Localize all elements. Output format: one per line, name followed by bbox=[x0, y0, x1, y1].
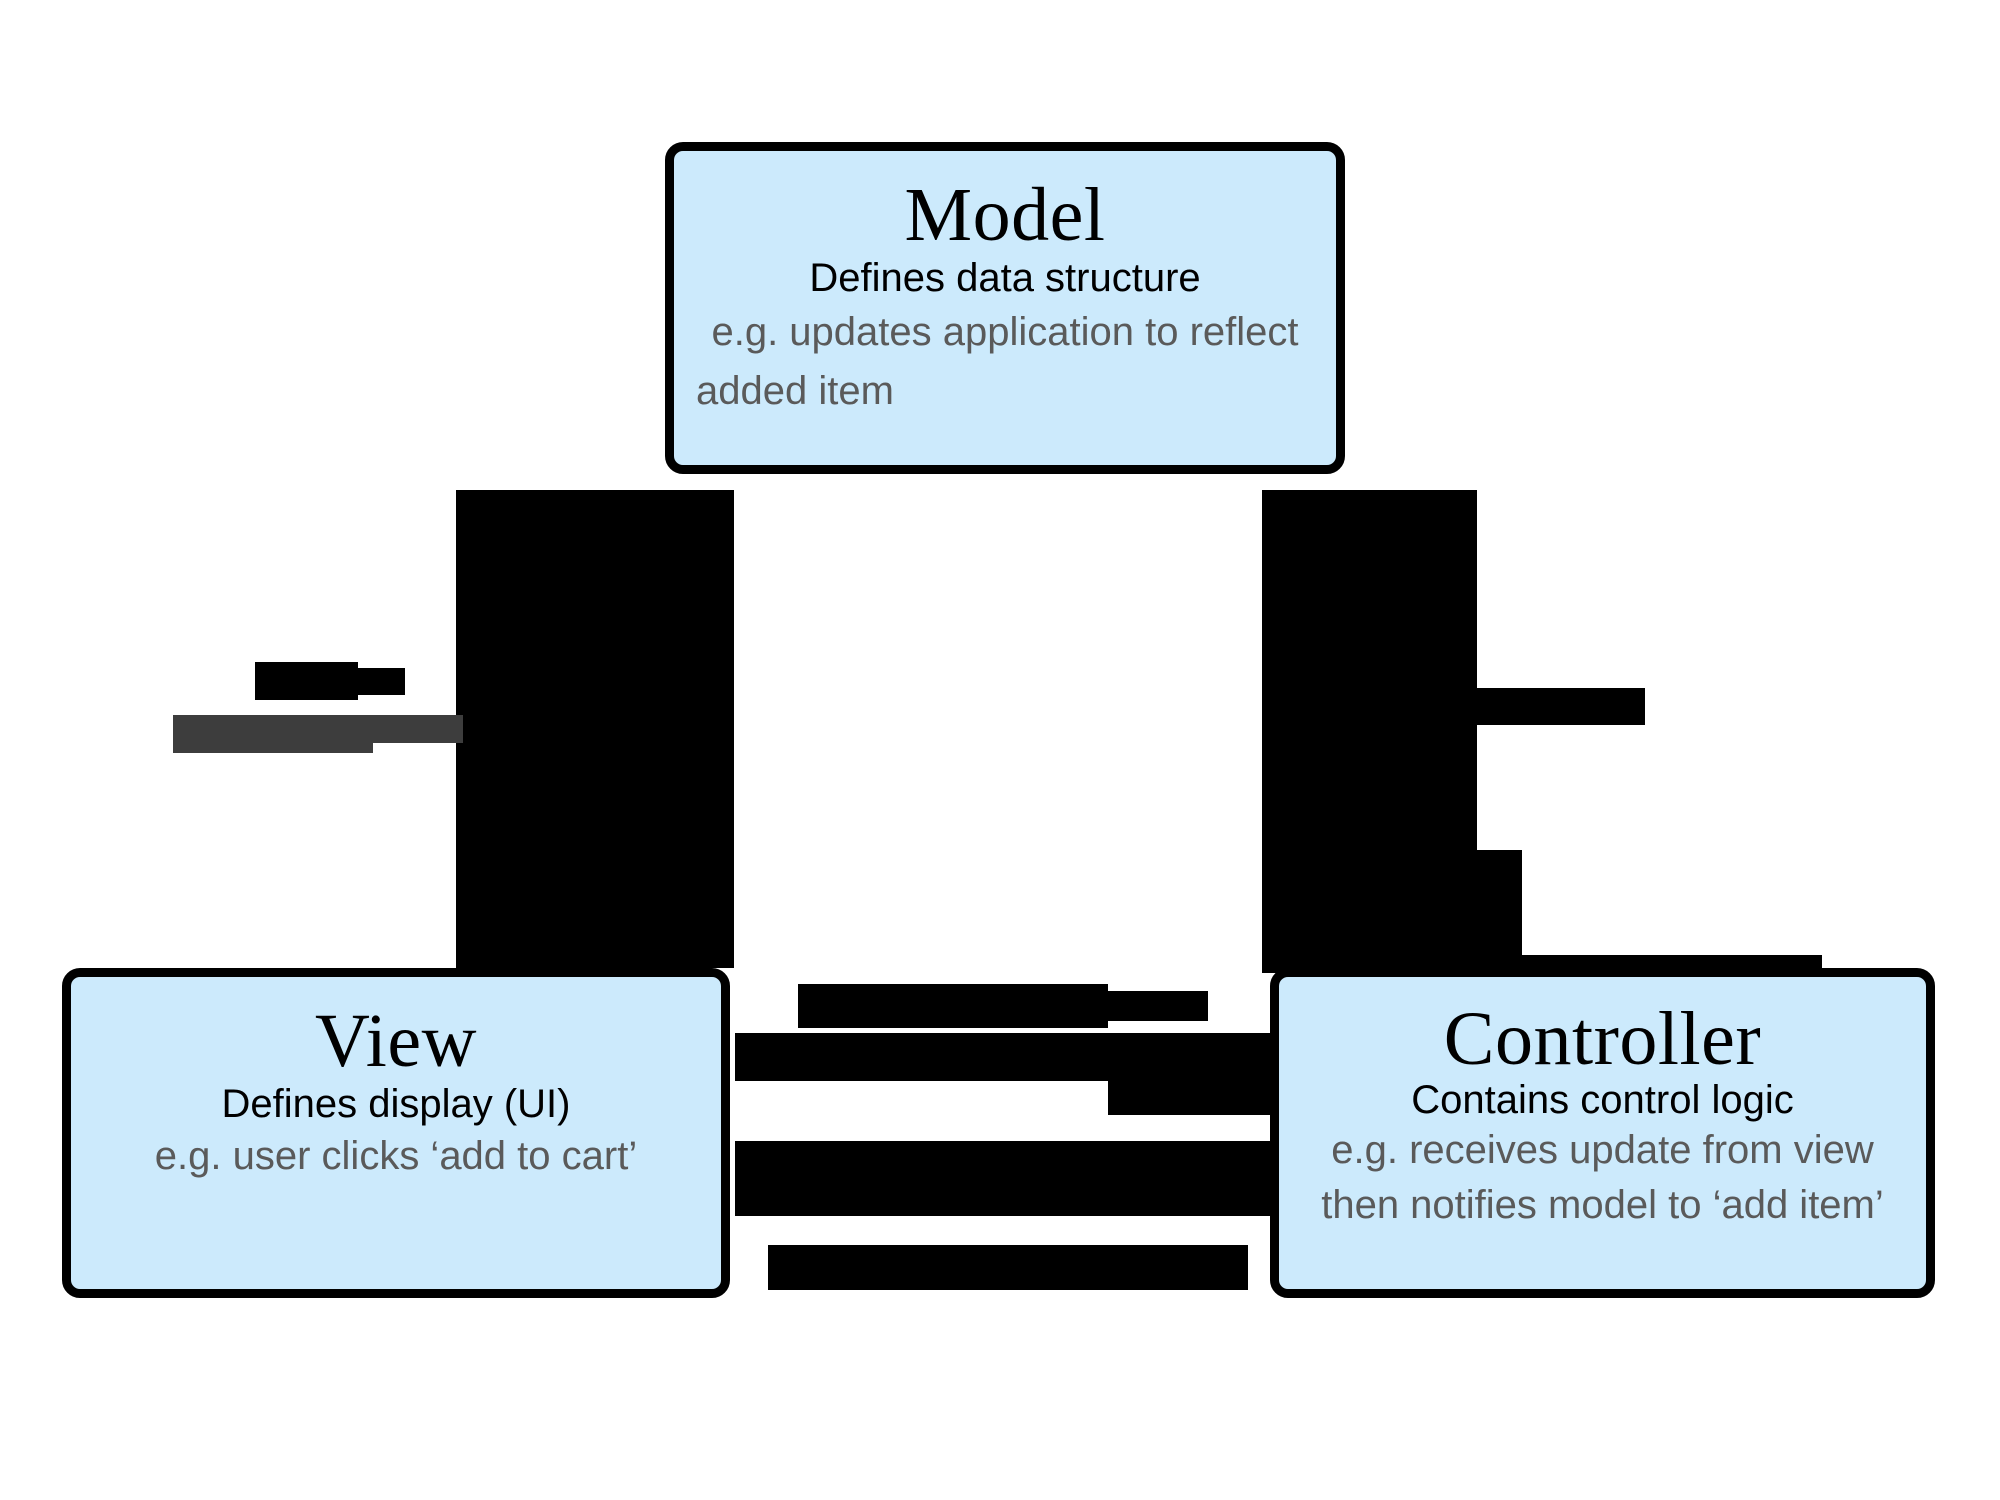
redaction-block-left-spur-upper-tip bbox=[255, 668, 405, 695]
redaction-block-right-top-edge bbox=[1262, 955, 1822, 973]
redaction-block-centre-bar-1b bbox=[798, 991, 1208, 1021]
controller-subtitle: Contains control logic bbox=[1411, 1078, 1794, 1122]
redaction-block-right-spur-lower bbox=[1460, 850, 1522, 958]
redaction-block-centre-bar-2b bbox=[1108, 1033, 1275, 1115]
controller-example-line-1: e.g. receives update from view bbox=[1331, 1128, 1874, 1172]
view-box[interactable]: View Defines display (UI) e.g. user clic… bbox=[62, 968, 730, 1298]
model-title: Model bbox=[904, 173, 1106, 257]
redaction-block-right-main bbox=[1262, 490, 1477, 968]
redaction-block-centre-bar-4 bbox=[768, 1245, 1248, 1290]
controller-example-line-2: then notifies model to ‘add item’ bbox=[1321, 1183, 1884, 1228]
model-box[interactable]: Model Defines data structure e.g. update… bbox=[665, 142, 1345, 474]
model-example-line-1: e.g. updates application to reflect bbox=[711, 310, 1299, 354]
model-example-line-2: added item bbox=[696, 369, 894, 414]
controller-box[interactable]: Controller Contains control logic e.g. r… bbox=[1270, 968, 1935, 1298]
controller-title: Controller bbox=[1443, 997, 1762, 1081]
redaction-block-right-spur-middle bbox=[1460, 688, 1645, 725]
redaction-block-left-grey-bar-extension bbox=[173, 715, 463, 743]
view-title: View bbox=[314, 999, 478, 1083]
redaction-block-left-main bbox=[456, 490, 734, 968]
view-subtitle: Defines display (UI) bbox=[221, 1082, 571, 1126]
view-example-line-1: e.g. user clicks ‘add to cart’ bbox=[154, 1134, 638, 1178]
model-subtitle: Defines data structure bbox=[809, 256, 1201, 300]
redaction-block-centre-bar-3 bbox=[735, 1141, 1275, 1216]
